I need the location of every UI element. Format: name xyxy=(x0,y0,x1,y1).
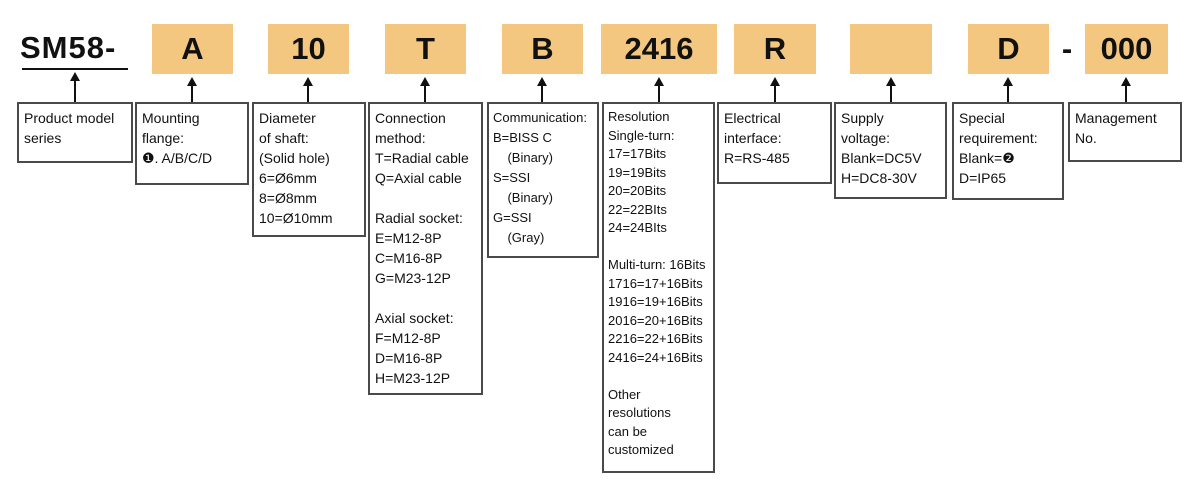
desc-box-communication: Communication: B=BISS C (Binary) S=SSI (… xyxy=(487,102,599,258)
desc-box-mounting-flange: Mounting flange: ❶. A/B/C/D xyxy=(135,102,249,185)
code-box-electrical-interface: R xyxy=(734,24,816,74)
up-arrow-icon xyxy=(654,77,664,102)
up-arrow-icon xyxy=(70,72,80,102)
code-box-mounting-flange: A xyxy=(152,24,233,74)
code-box-connection-method: T xyxy=(385,24,466,74)
code-box-special-requirement: D xyxy=(968,24,1049,74)
up-arrow-icon xyxy=(537,77,547,102)
code-box-shaft-diameter: 10 xyxy=(268,24,349,74)
desc-box-connection-method: Connection method: T=Radial cable Q=Axia… xyxy=(368,102,483,395)
model-series-underline xyxy=(22,68,128,70)
desc-box-special-requirement: Special requirement: Blank=❷ D=IP65 xyxy=(952,102,1064,200)
code-box-communication: B xyxy=(502,24,583,74)
up-arrow-icon xyxy=(886,77,896,102)
code-separator-dash: - xyxy=(1061,31,1073,66)
up-arrow-icon xyxy=(770,77,780,102)
code-box-management-no: 000 xyxy=(1085,24,1168,74)
up-arrow-icon xyxy=(303,77,313,102)
up-arrow-icon xyxy=(420,77,430,102)
desc-box-shaft-diameter: Diameter of shaft: (Solid hole) 6=Ø6mm 8… xyxy=(252,102,366,237)
desc-box-electrical-interface: Electrical interface: R=RS-485 xyxy=(717,102,832,184)
desc-box-resolution: Resolution Single-turn: 17=17Bits 19=19B… xyxy=(602,102,715,473)
desc-box-supply-voltage: Supply voltage: Blank=DC5V H=DC8-30V xyxy=(834,102,947,199)
up-arrow-icon xyxy=(1003,77,1013,102)
desc-box-management-no: Management No. xyxy=(1068,102,1182,162)
desc-box-product-model-series: Product model series xyxy=(17,102,133,163)
model-series-code: SM58- xyxy=(20,30,117,65)
code-box-resolution: 2416 xyxy=(601,24,717,74)
up-arrow-icon xyxy=(187,77,197,102)
up-arrow-icon xyxy=(1121,77,1131,102)
code-box-supply-voltage xyxy=(850,24,932,74)
